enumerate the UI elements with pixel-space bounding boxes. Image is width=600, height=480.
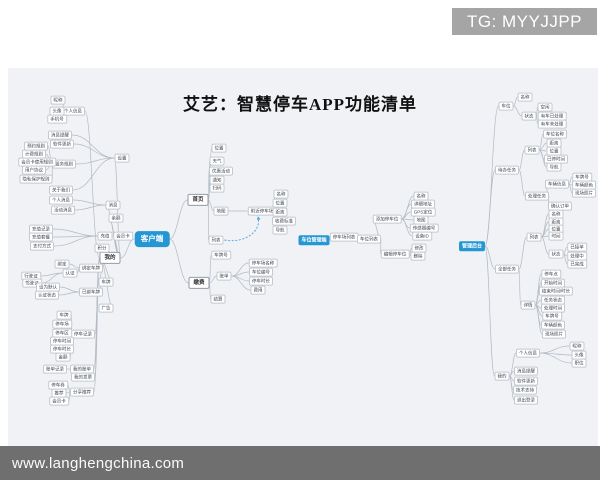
mindmap-node-m_m_personal[interactable]: 个人消息 [49, 195, 73, 205]
mindmap-node-a_spot[interactable]: 车位 [498, 101, 514, 111]
mindmap-node-h_list[interactable]: 列表 [208, 235, 224, 245]
mindmap-node-p_bill[interactable]: 账单 [216, 271, 232, 281]
mindmap-node-a_s_free[interactable]: 空闲 [537, 102, 553, 112]
mindmap-node-a_al_time[interactable]: 时间 [548, 231, 564, 241]
mindmap-node-h_act[interactable]: 优惠活动 [209, 166, 233, 176]
mindmap-node-spot_mgr[interactable]: 车位管理端 [298, 235, 330, 245]
mindmap-node-m_record[interactable]: 停车记录 [71, 329, 95, 339]
mindmap-node-a_s_todo[interactable]: 有车未处理 [537, 119, 567, 129]
mindmap-node-m_set[interactable]: 设置 [114, 153, 130, 163]
mindmap-node-h_n_loc[interactable]: 位置 [272, 198, 288, 208]
mindmap-node-m_ad[interactable]: 广告 [98, 303, 114, 313]
footer-bar: www.langhengchina.com [0, 446, 600, 480]
mindmap-node-a_al_status[interactable]: 状态 [548, 249, 564, 259]
footer-url: www.langhengchina.com [12, 454, 185, 472]
mindmap-node-m_r_plate[interactable]: 车牌 [56, 310, 72, 320]
mindmap-node-a_mi_nick[interactable]: 昵称 [569, 341, 585, 351]
mindmap-node-a_tl_name[interactable]: 车位名称 [543, 129, 567, 139]
mindmap-node-p_settle[interactable]: 结算 [210, 294, 226, 304]
mindmap-node-sm_add[interactable]: 添加停车位 [372, 214, 402, 224]
mindmap-node-m_r_lot[interactable]: 停车场 [52, 319, 72, 329]
mindmap-node-a_v_photo[interactable]: 现场照片 [572, 188, 596, 198]
mindmap-node-p_b_fee[interactable]: 费用 [250, 285, 266, 295]
watermark-badge: TG: MYYJJPP [452, 8, 597, 35]
mindmap-node-h_weather[interactable]: 天气 [209, 156, 225, 166]
mindmap-node-a_m_support[interactable]: 技术支持 [513, 385, 537, 395]
mindmap-node-m_invoice[interactable]: 我的发票 [71, 372, 95, 382]
mindmap-node-a_d_color[interactable]: 车辆颜色 [541, 320, 565, 330]
mindmap-node-m_sh_card[interactable]: 会员卡 [49, 396, 69, 406]
mindmap-node-sm_e_del[interactable]: 删除 [410, 251, 426, 261]
mindmap-node-m_i_phone[interactable]: 手机号 [47, 114, 67, 124]
mindmap-node-a_d_photo[interactable]: 现场照片 [542, 329, 566, 339]
mindmap-node-m_s_notify[interactable]: 消息提醒 [48, 130, 72, 140]
mindmap-node-m_r_agree[interactable]: 用户协议 [22, 165, 46, 175]
mindmap-node-m_s_about[interactable]: 关于我们 [49, 185, 73, 195]
mindmap-node-m_p_bind[interactable]: 绑定车牌 [79, 263, 103, 273]
mindmap-node-h_n_fee[interactable]: 收费标准 [272, 216, 296, 226]
mindmap-node-h_n_nav[interactable]: 导航 [272, 225, 288, 235]
mindmap-node-a_d_end[interactable]: 结束时间/时长 [538, 286, 574, 296]
mindmap-node-a_s_name[interactable]: 名称 [517, 92, 533, 102]
mindmap-node-pay[interactable]: 缴费 [188, 276, 210, 290]
mindmap-node-m_p_status[interactable]: 认证状态 [35, 290, 59, 300]
mindmap-node-m_points[interactable]: 积分 [94, 243, 110, 253]
mindmap-node-m_r_amt[interactable]: 金额 [55, 352, 71, 362]
mindmap-node-m_balance[interactable]: 余额 [108, 213, 124, 223]
mindmap-node-m_s_update[interactable]: 软件更新 [50, 139, 74, 149]
mindmap-node-a_d_plate[interactable]: 车牌号 [542, 311, 562, 321]
mindmap-node-a_a_list[interactable]: 列表 [526, 232, 542, 242]
mindmap-node-admin[interactable]: 管理后台 [458, 241, 486, 251]
mindmap-node-p_b_spot[interactable]: 车位编号 [249, 267, 273, 277]
mindmap-node-a_mi_pos[interactable]: 职位 [571, 358, 587, 368]
mindmap-node-m_msg[interactable]: 消息 [105, 200, 121, 210]
mindmap-node-sm_lots[interactable]: 停车场列表 [329, 232, 359, 242]
mindmap-node-a_s_status[interactable]: 状态 [521, 111, 537, 121]
mindmap-node-h_n_dist[interactable]: 距离 [272, 207, 288, 217]
mindmap-node-m_p_bound[interactable]: 已绑车牌 [79, 287, 103, 297]
mindmap-node-a_all[interactable]: 全部任务 [495, 264, 519, 274]
mindmap-node-p_plate[interactable]: 车牌号 [211, 250, 231, 260]
mindmap-node-m_r_privacy[interactable]: 隐私保护规则 [19, 174, 53, 184]
mindmap-node-a_st_done[interactable]: 已完成 [567, 259, 587, 269]
mindmap-node-sm_spots[interactable]: 车位列表 [357, 234, 381, 244]
mindmap-node-a_mine[interactable]: 我的 [494, 371, 510, 381]
mindmap-node-h_n_name[interactable]: 名称 [273, 189, 289, 199]
mindmap-node-a_st_accept[interactable]: 已接单 [567, 242, 587, 252]
mindmap-node-sm_edit[interactable]: 编辑停车位 [380, 249, 410, 259]
mindmap-title: 艾艺：智慧停车APP功能清单 [182, 95, 418, 114]
mindmap-node-m_plate[interactable]: 车牌 [98, 277, 114, 287]
mindmap-node-a_m_notify[interactable]: 消息提醒 [514, 366, 538, 376]
mindmap-node-a_h_vehicle[interactable]: 车辆信息 [545, 179, 569, 189]
mindmap-node-m_p_b_auth[interactable]: 认证 [62, 268, 78, 278]
mindmap-node-client[interactable]: 客户端 [134, 231, 170, 247]
mindmap-node-a_t_handle[interactable]: 处理任务 [525, 191, 549, 201]
mindmap-node-m_card[interactable]: 会员卡 [113, 231, 133, 241]
mindmap-node-a_todo[interactable]: 待办任务 [495, 165, 519, 175]
mindmap-node-h_scan[interactable]: 扫码 [209, 183, 225, 193]
mindmap-node-sm_a_dev[interactable]: 设备ID [412, 231, 432, 241]
mindmap-node-m_m_activity[interactable]: 活动消息 [51, 205, 75, 215]
mindmap-node-home[interactable]: 首页 [187, 193, 209, 207]
mindmap-node-a_m_logout[interactable]: 退出登录 [514, 395, 538, 405]
mindmap-node-m_c_recharge[interactable]: 充值 [97, 231, 113, 241]
mindmap-node-h_loc[interactable]: 位置 [211, 143, 227, 153]
mindmap-node-p_b_name[interactable]: 停车场名称 [248, 258, 278, 268]
mindmap-node-p_b_dur[interactable]: 停车时长 [249, 276, 273, 286]
mindmap-node-m_c_paym[interactable]: 支付方式 [30, 241, 54, 251]
mindmap-node-a_d_point[interactable]: 停车点 [541, 269, 561, 279]
mindmap-node-a_tl_nav[interactable]: 导航 [546, 162, 562, 172]
mindmap-node-a_t_list[interactable]: 列表 [524, 145, 540, 155]
mindmap-node-m_p_b_bind[interactable]: 绑定 [54, 259, 70, 269]
mindmap-node-a_m_update[interactable]: 软件更新 [514, 376, 538, 386]
mindmap-node-h_map[interactable]: 地图 [213, 206, 229, 216]
mindmap-node-m_c_plan[interactable]: 充值套餐 [29, 232, 53, 242]
mindmap-node-mine[interactable]: 我的 [99, 251, 121, 265]
mindmap-node-a_m_info[interactable]: 个人信息 [516, 348, 540, 358]
mindmap-node-a_a_detail[interactable]: 详情 [520, 300, 536, 310]
mindmap-node-m_share[interactable]: 分享推荐 [70, 387, 94, 397]
mindmap-node-m_b_record[interactable]: 账单记录 [43, 364, 67, 374]
